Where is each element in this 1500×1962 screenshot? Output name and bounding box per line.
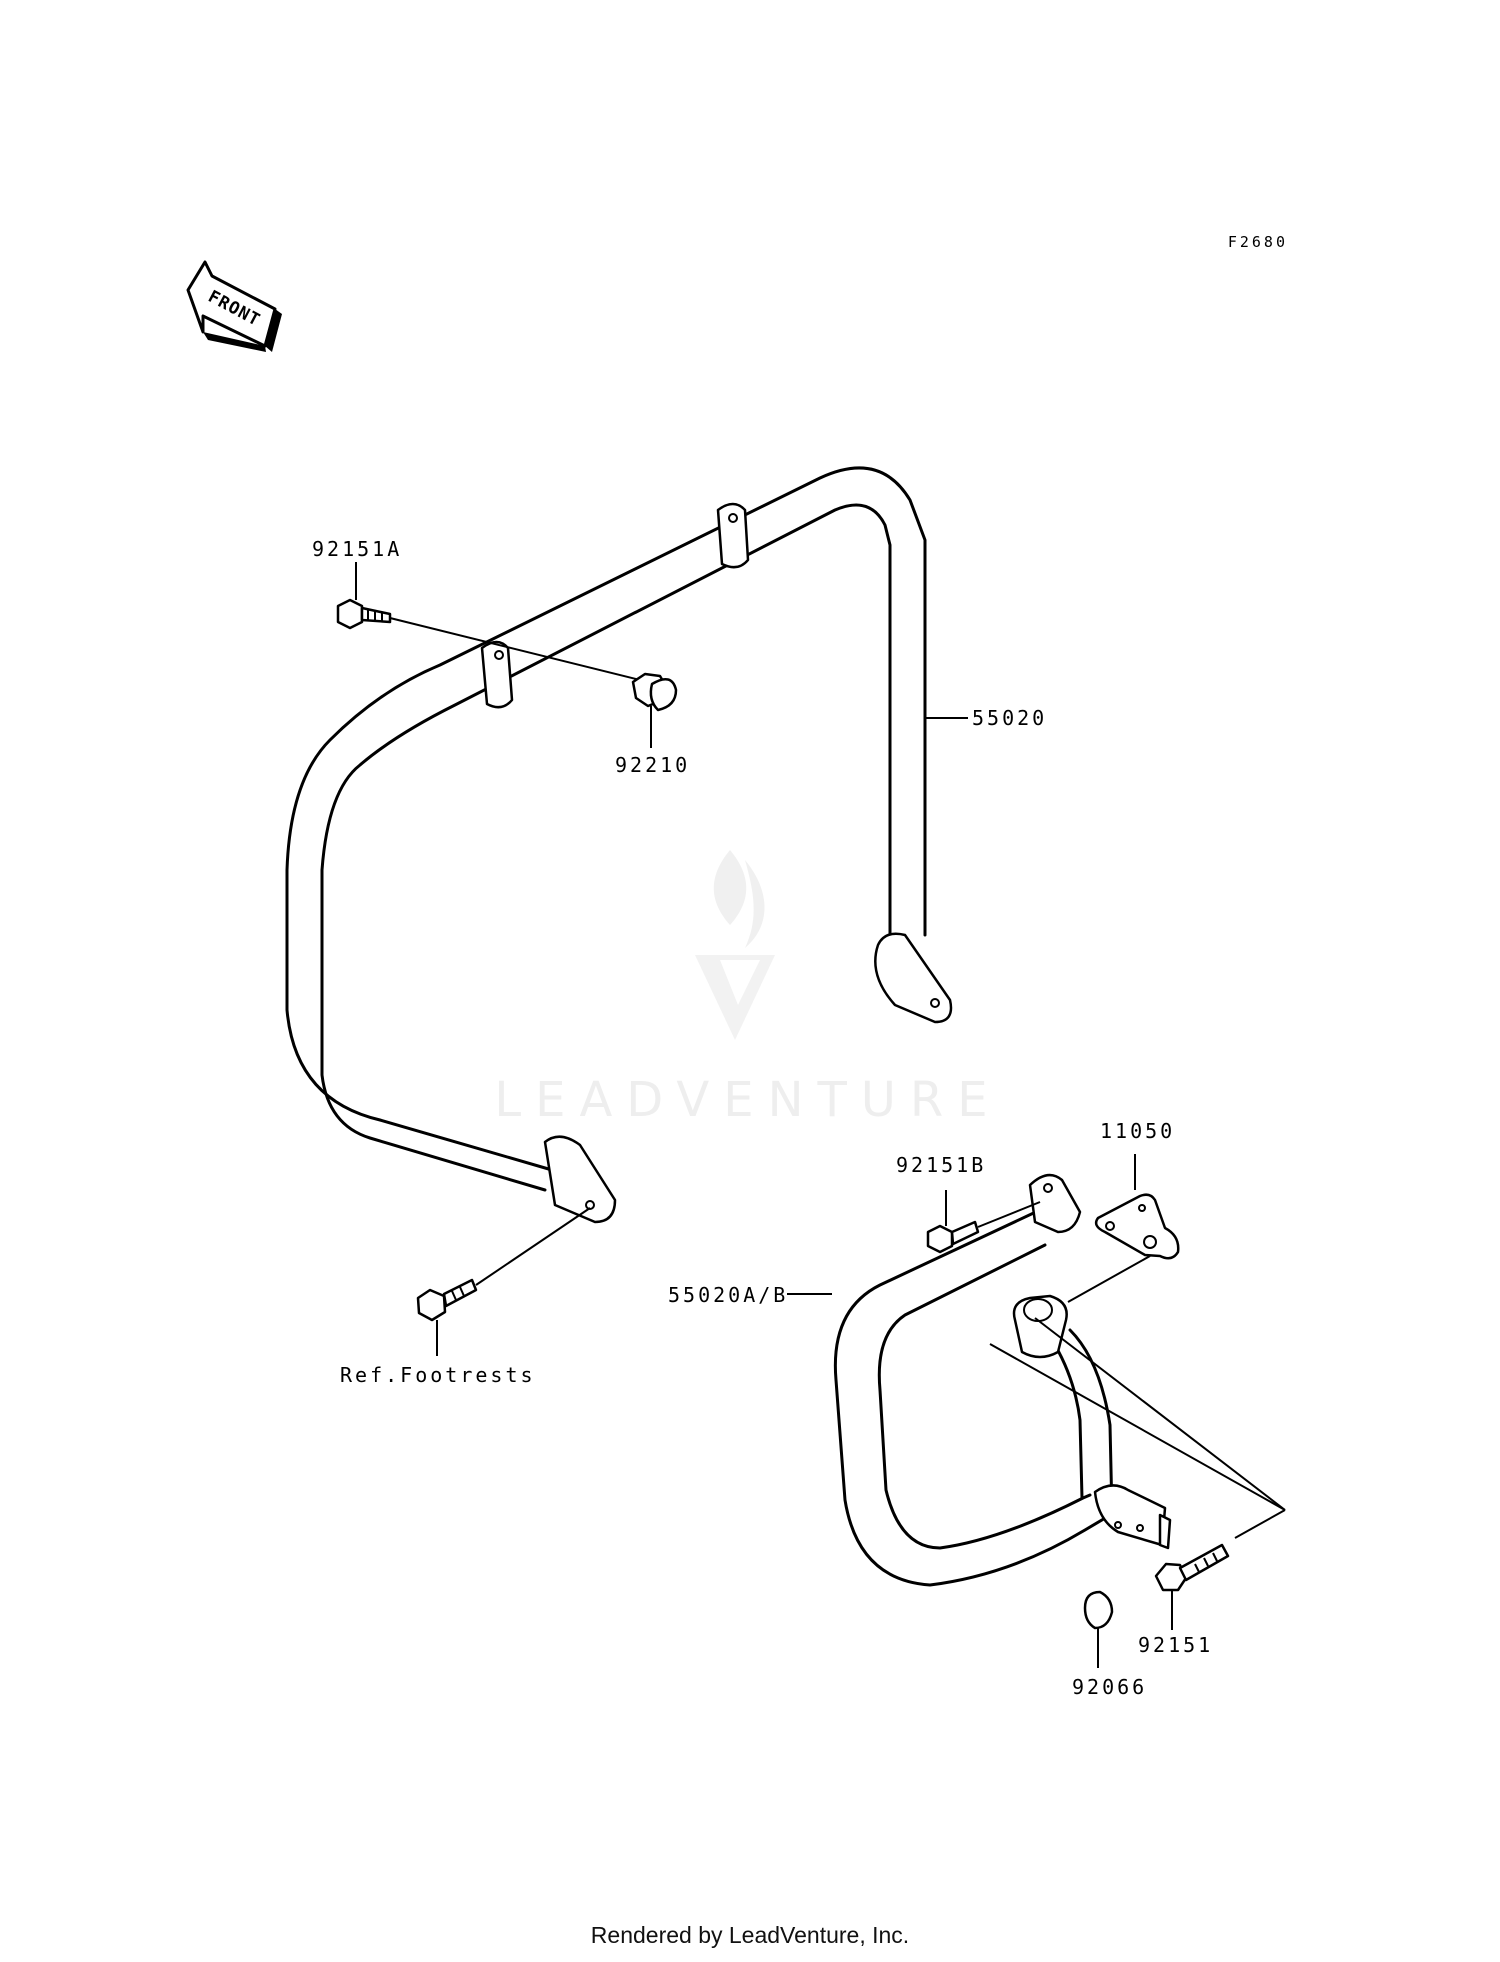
cap-nut-92210	[631, 672, 678, 712]
part-label-55020ab: 55020A/B	[668, 1283, 788, 1307]
leader-line	[1034, 1317, 1286, 1511]
part-label-ref-footrests: Ref.Footrests	[340, 1363, 536, 1387]
leader-line	[977, 1201, 1041, 1228]
part-label-92066: 92066	[1072, 1675, 1147, 1699]
leader-line	[1234, 1509, 1286, 1539]
leader-line	[1067, 1255, 1151, 1303]
part-label-11050: 11050	[1100, 1119, 1175, 1143]
leader-line	[989, 1343, 1286, 1511]
part-label-92151b: 92151B	[896, 1153, 986, 1177]
footer-credit: Rendered by LeadVenture, Inc.	[590, 1922, 910, 1948]
part-label-92210: 92210	[615, 753, 690, 777]
part-label-92151: 92151	[1138, 1633, 1213, 1657]
leader-line	[389, 617, 641, 681]
engine-guard-55020	[285, 466, 953, 1224]
part-label-55020: 55020	[972, 706, 1047, 730]
figure-code: F2680	[1228, 233, 1288, 251]
leader-line	[475, 1207, 591, 1286]
bolt-ref-footrests	[416, 1278, 478, 1322]
part-label-92151a: 92151A	[312, 537, 402, 561]
watermark-text: LEADVENTURE	[494, 1072, 1001, 1128]
bolt-92151b	[926, 1220, 980, 1254]
bracket-11050	[1094, 1193, 1180, 1260]
bolt-92151a	[336, 598, 392, 630]
bolt-92151	[1154, 1543, 1230, 1592]
watermark-logo	[695, 850, 775, 1040]
rear-guard-55020ab	[833, 1173, 1172, 1587]
front-arrow-icon: FRONT	[186, 260, 282, 352]
cap-92066	[1083, 1590, 1114, 1630]
